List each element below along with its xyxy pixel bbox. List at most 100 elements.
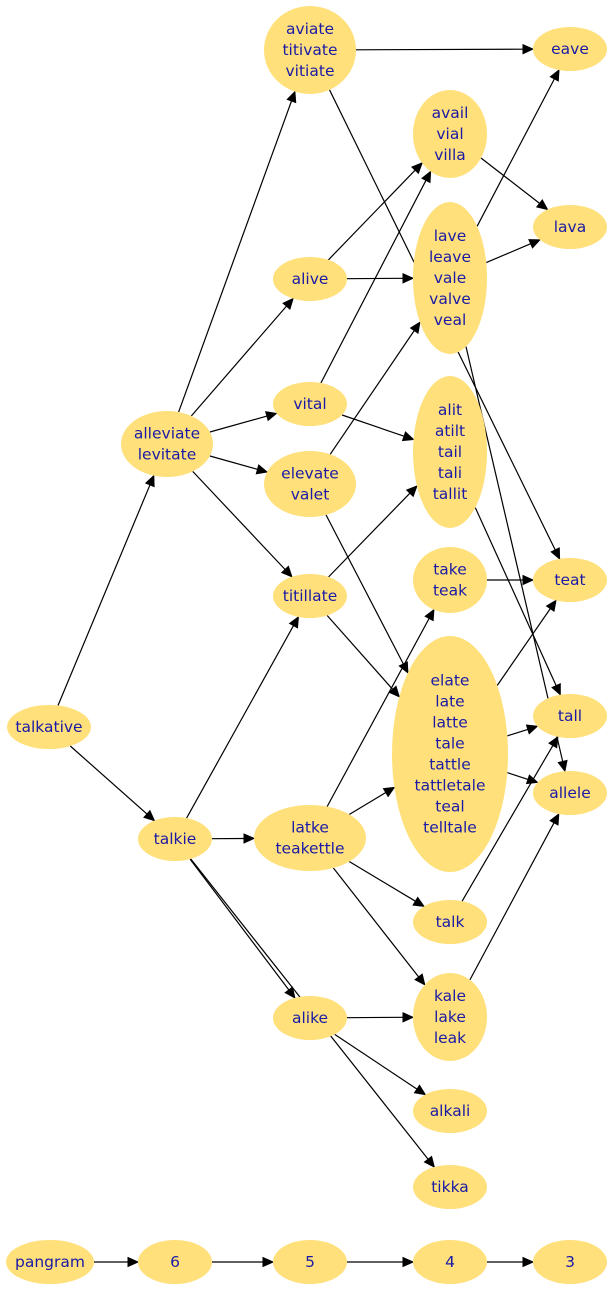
- edge-line: [334, 1033, 418, 1090]
- node-allele: allele: [533, 771, 607, 815]
- edge-line: [461, 745, 554, 902]
- node-label: 5: [305, 1253, 315, 1271]
- edge-line: [476, 78, 555, 227]
- edge-line: [496, 608, 551, 686]
- node-label: lave: [434, 227, 467, 245]
- node-label: allele: [549, 784, 591, 802]
- edge-line: [178, 100, 293, 413]
- edge-vital-alit: [341, 414, 415, 442]
- node-label: tattletale: [415, 777, 486, 795]
- edge-avail-lava: [480, 157, 549, 211]
- node-alleviate: alleviate levitate: [121, 411, 213, 477]
- edge-line: [332, 867, 420, 978]
- edge-line: [507, 728, 528, 737]
- edge-elate-teat: [496, 599, 557, 686]
- arrowhead: [413, 1084, 427, 1096]
- node-lava: lava: [533, 205, 607, 249]
- arrowhead: [528, 239, 542, 249]
- node-alkali: alkali: [413, 1089, 487, 1133]
- node-label: teal: [435, 798, 464, 816]
- node-ellipse: [138, 817, 212, 861]
- node-ellipse: [413, 900, 487, 944]
- edge-lave-lava: [485, 239, 542, 264]
- node-n5: 5: [273, 1240, 347, 1284]
- node-ellipse: [533, 1240, 607, 1284]
- node-label: alleviate: [134, 425, 200, 443]
- edge-line: [507, 772, 529, 780]
- node-ellipse: [273, 257, 347, 301]
- node-ellipse: [273, 996, 347, 1040]
- arrowhead: [424, 608, 435, 622]
- edge-alleviate-vital: [209, 411, 278, 433]
- arrowhead: [282, 297, 294, 310]
- edge-kale-allele: [469, 812, 560, 981]
- node-label: levitate: [138, 446, 197, 464]
- node-label: pangram: [15, 1253, 85, 1271]
- node-label: tall: [558, 707, 582, 725]
- node-label: talkative: [15, 718, 82, 736]
- node-label: late: [435, 693, 464, 711]
- node-alike: alike: [273, 996, 347, 1040]
- node-label: 4: [445, 1253, 455, 1271]
- node-ellipse: [533, 771, 607, 815]
- arrowhead: [557, 759, 568, 773]
- node-ellipse: [6, 1240, 94, 1284]
- edge-latke-kale: [332, 867, 426, 986]
- edge-line: [190, 305, 287, 417]
- node-ellipse: [413, 376, 487, 528]
- node-label: titillate: [283, 587, 338, 605]
- node-ellipse: [413, 1240, 487, 1284]
- node-label: tale: [435, 735, 464, 753]
- node-ellipse: [392, 636, 508, 872]
- edge-line: [328, 492, 411, 578]
- edge-line: [485, 243, 531, 264]
- arrowhead: [405, 485, 418, 498]
- edge-line: [348, 860, 416, 902]
- node-ellipse: [413, 1089, 487, 1133]
- node-label: leave: [429, 248, 471, 266]
- edge-elevate-lave: [329, 321, 421, 455]
- edge-latke-talk: [348, 860, 426, 908]
- edge-talkative-talkie: [69, 745, 156, 822]
- edge-pangram-n6: [94, 1256, 140, 1268]
- node-label: teak: [433, 582, 467, 600]
- node-label: alive: [292, 270, 329, 288]
- node-ellipse: [121, 411, 213, 477]
- edge-line: [325, 514, 404, 665]
- node-label: avail: [432, 104, 469, 122]
- edge-alleviate-elevate: [209, 455, 269, 475]
- node-ellipse: [413, 202, 487, 354]
- edge-elate-tall: [507, 724, 539, 737]
- node-label: vital: [293, 395, 326, 413]
- edge-line: [469, 822, 555, 981]
- edge-alit-tall: [474, 507, 561, 696]
- node-titillate: titillate: [273, 574, 347, 618]
- edge-line: [348, 791, 387, 816]
- node-label: atilt: [435, 422, 465, 440]
- node-ellipse: [533, 205, 607, 249]
- node-label: telltale: [423, 819, 477, 837]
- arrowhead: [286, 90, 297, 104]
- node-tikka: tikka: [413, 1165, 487, 1209]
- arrowhead: [284, 986, 296, 999]
- edge-n6-n5: [212, 1256, 275, 1268]
- node-talkative: talkative: [7, 705, 91, 749]
- edge-latke-take: [326, 608, 435, 807]
- edge-talkie-titillate: [186, 615, 299, 819]
- edge-line: [326, 618, 430, 807]
- node-label: titivate: [282, 41, 337, 59]
- node-label: kale: [434, 987, 466, 1005]
- edge-elevate-elate: [325, 514, 409, 674]
- node-talk: talk: [413, 900, 487, 944]
- edge-line: [189, 858, 290, 991]
- arrowhead: [525, 724, 539, 735]
- node-label: alit: [438, 401, 462, 419]
- arrowhead: [127, 1256, 140, 1268]
- edge-line: [209, 415, 268, 433]
- node-ellipse: [413, 547, 487, 613]
